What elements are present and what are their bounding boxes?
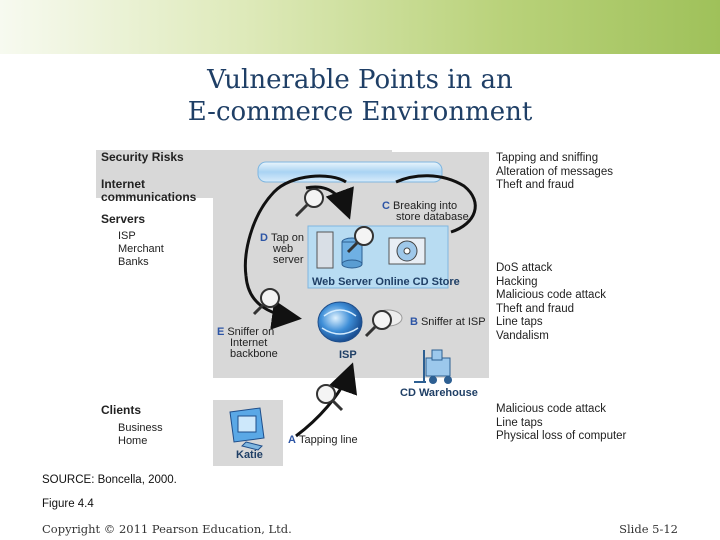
label-server-banks: Banks — [118, 256, 149, 268]
risk-item: Theft and fraud — [496, 302, 574, 315]
risk-item: Theft and fraud — [496, 179, 574, 191]
magnifier-icon-server — [252, 288, 280, 316]
loop-arrow-left — [243, 174, 347, 277]
point-c-line2: store database — [396, 211, 469, 223]
internet-pipe — [257, 161, 443, 183]
point-c-line1: Breaking into — [392, 200, 458, 212]
slide-title: Vulnerable Points in an E-commerce Envir… — [0, 64, 720, 128]
point-e-line1: Sniffer on — [227, 326, 275, 338]
magnifier-icon-internet — [294, 188, 324, 218]
point-d-line2: web — [273, 243, 294, 255]
web-server-label: Web Server Online CD Store — [312, 276, 460, 288]
point-a-letter: A — [288, 434, 296, 446]
diagram-graphics — [96, 150, 489, 466]
client-name-label: Katie — [236, 449, 263, 461]
point-d-line3: server — [273, 254, 304, 266]
label-communications: communications — [101, 190, 197, 204]
figure-number: Figure 4.4 — [42, 498, 94, 510]
arrow-to-server — [305, 185, 354, 220]
label-client-home: Home — [118, 435, 148, 447]
risk-item: Physical loss of computer — [496, 430, 627, 442]
label-server-merchant: Merchant — [118, 243, 164, 255]
label-internet: Internet — [101, 177, 146, 191]
point-d-line1: Tap on — [270, 232, 304, 244]
risk-item: Malicious code attack — [496, 289, 606, 301]
title-line-1: Vulnerable Points in an — [207, 65, 513, 95]
slide-number: Slide 5-12 — [619, 522, 678, 536]
vulnerability-diagram: Security Risks Internet communications S… — [96, 146, 636, 474]
server-tower-icon — [316, 231, 334, 269]
point-d-letter: D — [260, 232, 268, 244]
label-server-isp: ISP — [118, 230, 136, 242]
point-e-letter: E — [217, 326, 225, 338]
title-line-2: E-commerce Environment — [187, 97, 533, 127]
cd-warehouse-label: CD Warehouse — [400, 387, 478, 399]
risk-item: DoS attack — [496, 262, 553, 274]
magnifier-icon-isp — [364, 310, 392, 338]
point-b-letter: B — [410, 316, 418, 328]
risk-list-internet: Tapping and sniffing Alteration of messa… — [496, 152, 613, 193]
copyright: Copyright © 2011 Pearson Education, Ltd. — [42, 522, 292, 536]
label-servers: Servers — [101, 212, 146, 226]
label-security-risks: Security Risks — [101, 150, 184, 164]
risk-item: Tapping and sniffing — [496, 152, 599, 164]
risk-item: Line taps — [496, 416, 543, 429]
point-e-line3: backbone — [230, 348, 278, 360]
cd-icon — [388, 237, 426, 265]
label-client-business: Business — [118, 422, 163, 434]
arrow-client-to-isp — [295, 362, 358, 438]
point-b-label: Sniffer at ISP — [420, 316, 486, 328]
risk-list-servers: DoS attack Hacking Malicious code attack… — [496, 262, 606, 343]
isp-label: ISP — [339, 349, 357, 361]
point-a-label: Tapping line — [298, 434, 358, 446]
point-e-line2: Internet — [230, 337, 268, 349]
loop-arrow-right — [395, 174, 477, 234]
risk-list-clients: Malicious code attack Line taps Physical… — [496, 403, 626, 444]
risk-item: Hacking — [496, 275, 538, 288]
arrow-to-isp — [244, 275, 302, 330]
risk-item: Alteration of messages — [496, 165, 613, 178]
magnifier-icon-line — [316, 384, 344, 412]
magnifier-icon-database — [346, 226, 374, 254]
label-clients: Clients — [101, 403, 142, 417]
risk-item: Line taps — [496, 316, 543, 328]
risk-item: Vandalism — [496, 329, 549, 342]
globe-icon — [317, 301, 363, 343]
forklift-icon — [414, 349, 452, 384]
point-c-letter: C — [382, 200, 390, 212]
source-note: SOURCE: Boncella, 2000. — [42, 474, 177, 486]
header-band — [0, 0, 720, 54]
computer-icon — [229, 407, 265, 451]
risk-item: Malicious code attack — [496, 403, 606, 415]
